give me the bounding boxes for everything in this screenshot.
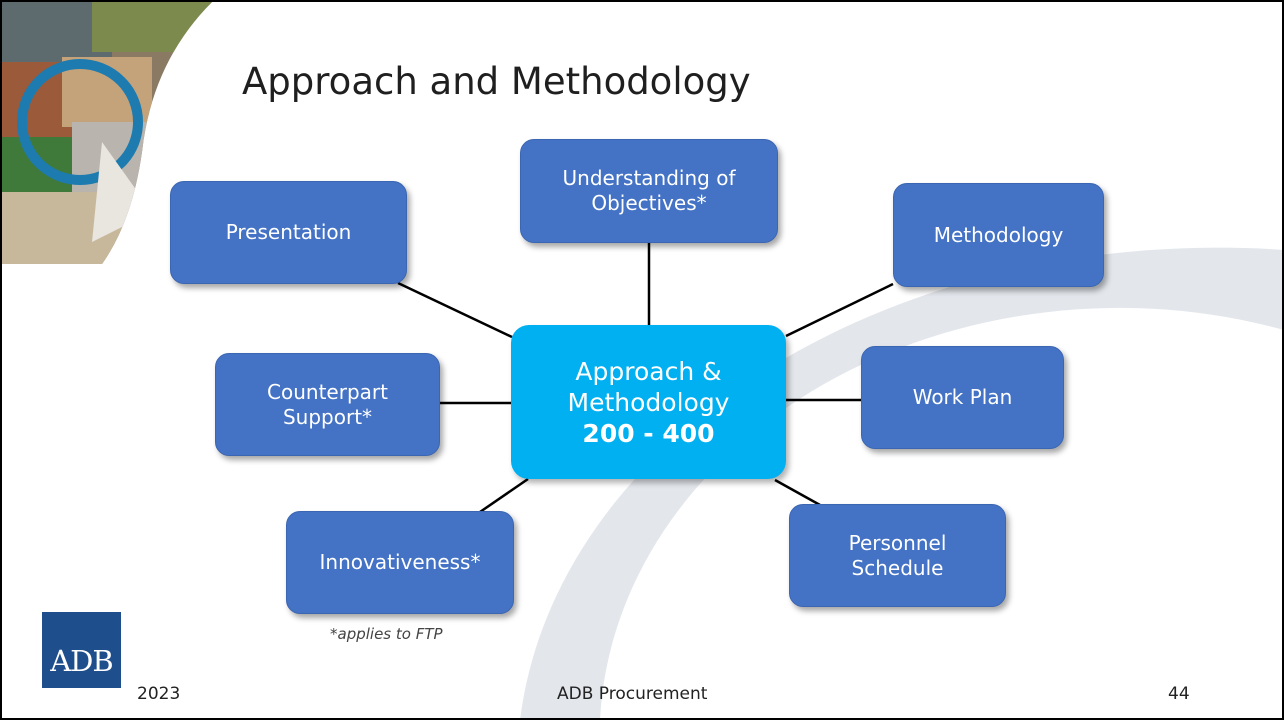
- node-methodology-label: Methodology: [933, 222, 1064, 247]
- center-line-2: Methodology: [567, 387, 730, 417]
- page-number: 44: [1168, 684, 1190, 704]
- node-presentation-label: Presentation: [225, 220, 352, 244]
- node-counterpart-label: Counterpart Support*: [267, 379, 388, 429]
- footnote: *applies to FTP: [330, 625, 443, 643]
- center-node-approach-methodology: Approach & Methodology 200 - 400: [511, 325, 786, 479]
- node-innovativeness-label: Innovativeness*: [319, 550, 481, 574]
- center-score-range: 200 - 400: [582, 418, 715, 448]
- connector-personnel: [774, 478, 821, 507]
- node-counterpart-support: Counterpart Support*: [215, 353, 440, 456]
- node-understanding-label: Understanding of Objectives*: [562, 166, 736, 215]
- center-line-1: Approach &: [575, 356, 722, 386]
- slide-title: Approach and Methodology: [242, 60, 751, 103]
- connector-innovativeness: [479, 477, 529, 514]
- node-work-plan: Work Plan: [861, 346, 1064, 449]
- connector-presentation: [397, 281, 513, 339]
- node-presentation: Presentation: [170, 181, 407, 284]
- adb-logo: ADB: [42, 612, 121, 688]
- node-workplan-label: Work Plan: [912, 385, 1013, 409]
- node-innovativeness: Innovativeness*: [286, 511, 514, 614]
- footer-title: ADB Procurement: [557, 684, 708, 704]
- footer-year: 2023: [137, 684, 181, 704]
- node-personnel-label: Personnel Schedule: [848, 530, 947, 580]
- node-methodology: Methodology: [893, 183, 1104, 287]
- connector-lines: [397, 243, 894, 514]
- decorative-arc: [520, 247, 1284, 720]
- node-understanding-of-objectives: Understanding of Objectives*: [520, 139, 778, 243]
- connector-methodology: [785, 282, 894, 338]
- node-personnel-schedule: Personnel Schedule: [789, 504, 1006, 607]
